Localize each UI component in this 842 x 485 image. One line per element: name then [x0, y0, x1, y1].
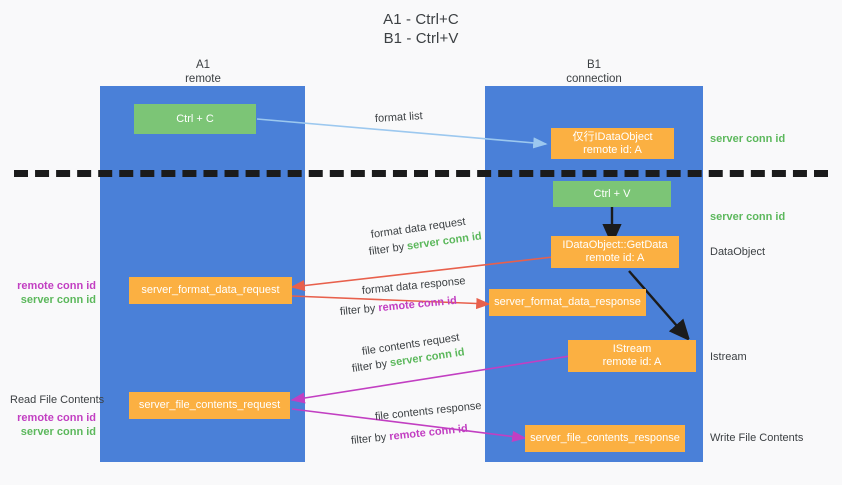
edge-label-file-contents-response: file contents response — [374, 399, 483, 423]
node-istream[interactable]: IStream remote id: A — [568, 340, 696, 372]
node-ctrl-v[interactable]: Ctrl + V — [553, 181, 671, 207]
right-label-server-conn-id-top: server conn id — [710, 133, 786, 145]
node-istream-line1: IStream — [612, 343, 652, 355]
column-a1-sub: remote — [185, 73, 221, 85]
filter-prefix: filter by — [368, 240, 408, 258]
filter-prefix: filter by — [351, 357, 391, 375]
title-line-1: A1 - Ctrl+C — [383, 11, 459, 28]
node-server-format-data-request[interactable]: server_format_data_request — [129, 277, 292, 304]
node-istream-line2: remote id: A — [602, 356, 662, 368]
node-idataobject-getdata[interactable]: IDataObject::GetData remote id: A — [551, 236, 679, 268]
filter-prefix: filter by — [339, 302, 379, 318]
node-ctrl-c-label: Ctrl + C — [176, 112, 214, 125]
node-server-file-contents-request-label: server_file_contents_request — [138, 399, 281, 411]
node-idataobject-line2: remote id: A — [583, 143, 642, 156]
column-b1-name: B1 — [586, 59, 602, 71]
page-title: A1 - Ctrl+C B1 - Ctrl+V — [0, 10, 842, 48]
node-idataobject[interactable]: 仅行IDataObject remote id: A — [551, 128, 674, 159]
filter-key-remote-conn-id: remote conn id — [388, 422, 469, 443]
left-label-stack-upper: remote conn id server conn id — [0, 279, 96, 307]
title-line-2: B1 - Ctrl+V — [383, 30, 459, 47]
filter-prefix: filter by — [350, 431, 390, 447]
column-header-a1: A1 remote — [123, 58, 283, 86]
node-server-format-data-response[interactable]: server_format_data_response — [489, 289, 646, 316]
node-server-format-data-response-label: server_format_data_response — [494, 296, 641, 308]
filter-key-remote-conn-id: remote conn id — [377, 294, 458, 315]
right-label-data-object: DataObject — [710, 246, 766, 258]
right-label-server-conn-id-mid: server conn id — [710, 211, 786, 223]
node-server-file-contents-request[interactable]: server_file_contents_request — [129, 392, 290, 419]
left-label-stack-lower: remote conn id server conn id — [0, 411, 96, 439]
column-a1-name: A1 — [195, 59, 211, 71]
edge-label-format-list: format list — [374, 110, 423, 125]
right-label-write-file-contents: Write File Contents — [710, 432, 804, 444]
edge-label-file-contents-response-filter: filter by remote conn id — [350, 422, 468, 448]
left-label-remote-conn-id-lower: remote conn id — [17, 412, 96, 424]
node-idataobject-getdata-line2: remote id: A — [585, 252, 645, 264]
node-idataobject-line1: 仅行IDataObject — [572, 130, 653, 143]
node-ctrl-v-label: Ctrl + V — [593, 187, 631, 200]
node-idataobject-getdata-line1: IDataObject::GetData — [562, 239, 668, 251]
left-label-remote-conn-id-upper: remote conn id — [17, 280, 96, 292]
column-b1-sub: connection — [566, 73, 622, 85]
node-ctrl-c[interactable]: Ctrl + C — [134, 104, 256, 134]
phase-divider — [14, 170, 828, 177]
node-server-file-contents-response[interactable]: server_file_contents_response — [525, 425, 685, 452]
edge-label-format-data-response-filter: filter by remote conn id — [339, 294, 457, 319]
node-server-format-data-request-label: server_format_data_request — [141, 284, 280, 296]
node-server-file-contents-response-label: server_file_contents_response — [530, 432, 680, 444]
left-label-read-file-contents: Read File Contents — [10, 394, 105, 406]
right-label-istream: Istream — [710, 351, 747, 363]
left-label-server-conn-id-upper: server conn id — [20, 294, 96, 306]
column-header-b1: B1 connection — [514, 58, 674, 86]
left-label-server-conn-id-lower: server conn id — [20, 426, 96, 438]
